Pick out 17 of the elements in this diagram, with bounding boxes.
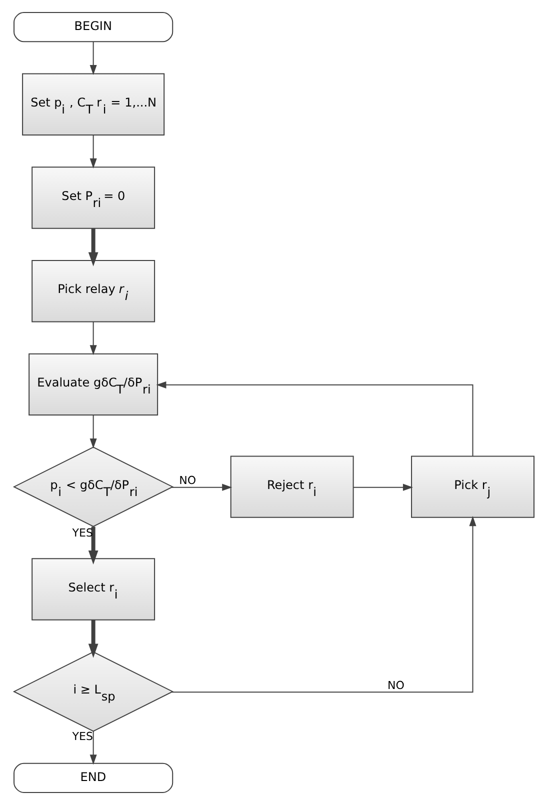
- node-box: BEGIN: [13, 12, 173, 42]
- edge-label: YES: [72, 730, 92, 744]
- edge-label: NO: [178, 474, 196, 488]
- arrow: [89, 322, 96, 356]
- arrow: [171, 516, 476, 693]
- arrow: [89, 731, 96, 765]
- arrow: [88, 620, 98, 658]
- edge-label: NO: [387, 678, 404, 692]
- node-box: END: [13, 762, 173, 793]
- arrow: [89, 135, 96, 168]
- arrow: [353, 484, 413, 491]
- arrow: [89, 415, 96, 449]
- arrow: [171, 484, 232, 491]
- arrow: [156, 381, 473, 456]
- arrow: [89, 42, 96, 76]
- arrow: [88, 526, 98, 565]
- arrow: [88, 228, 98, 266]
